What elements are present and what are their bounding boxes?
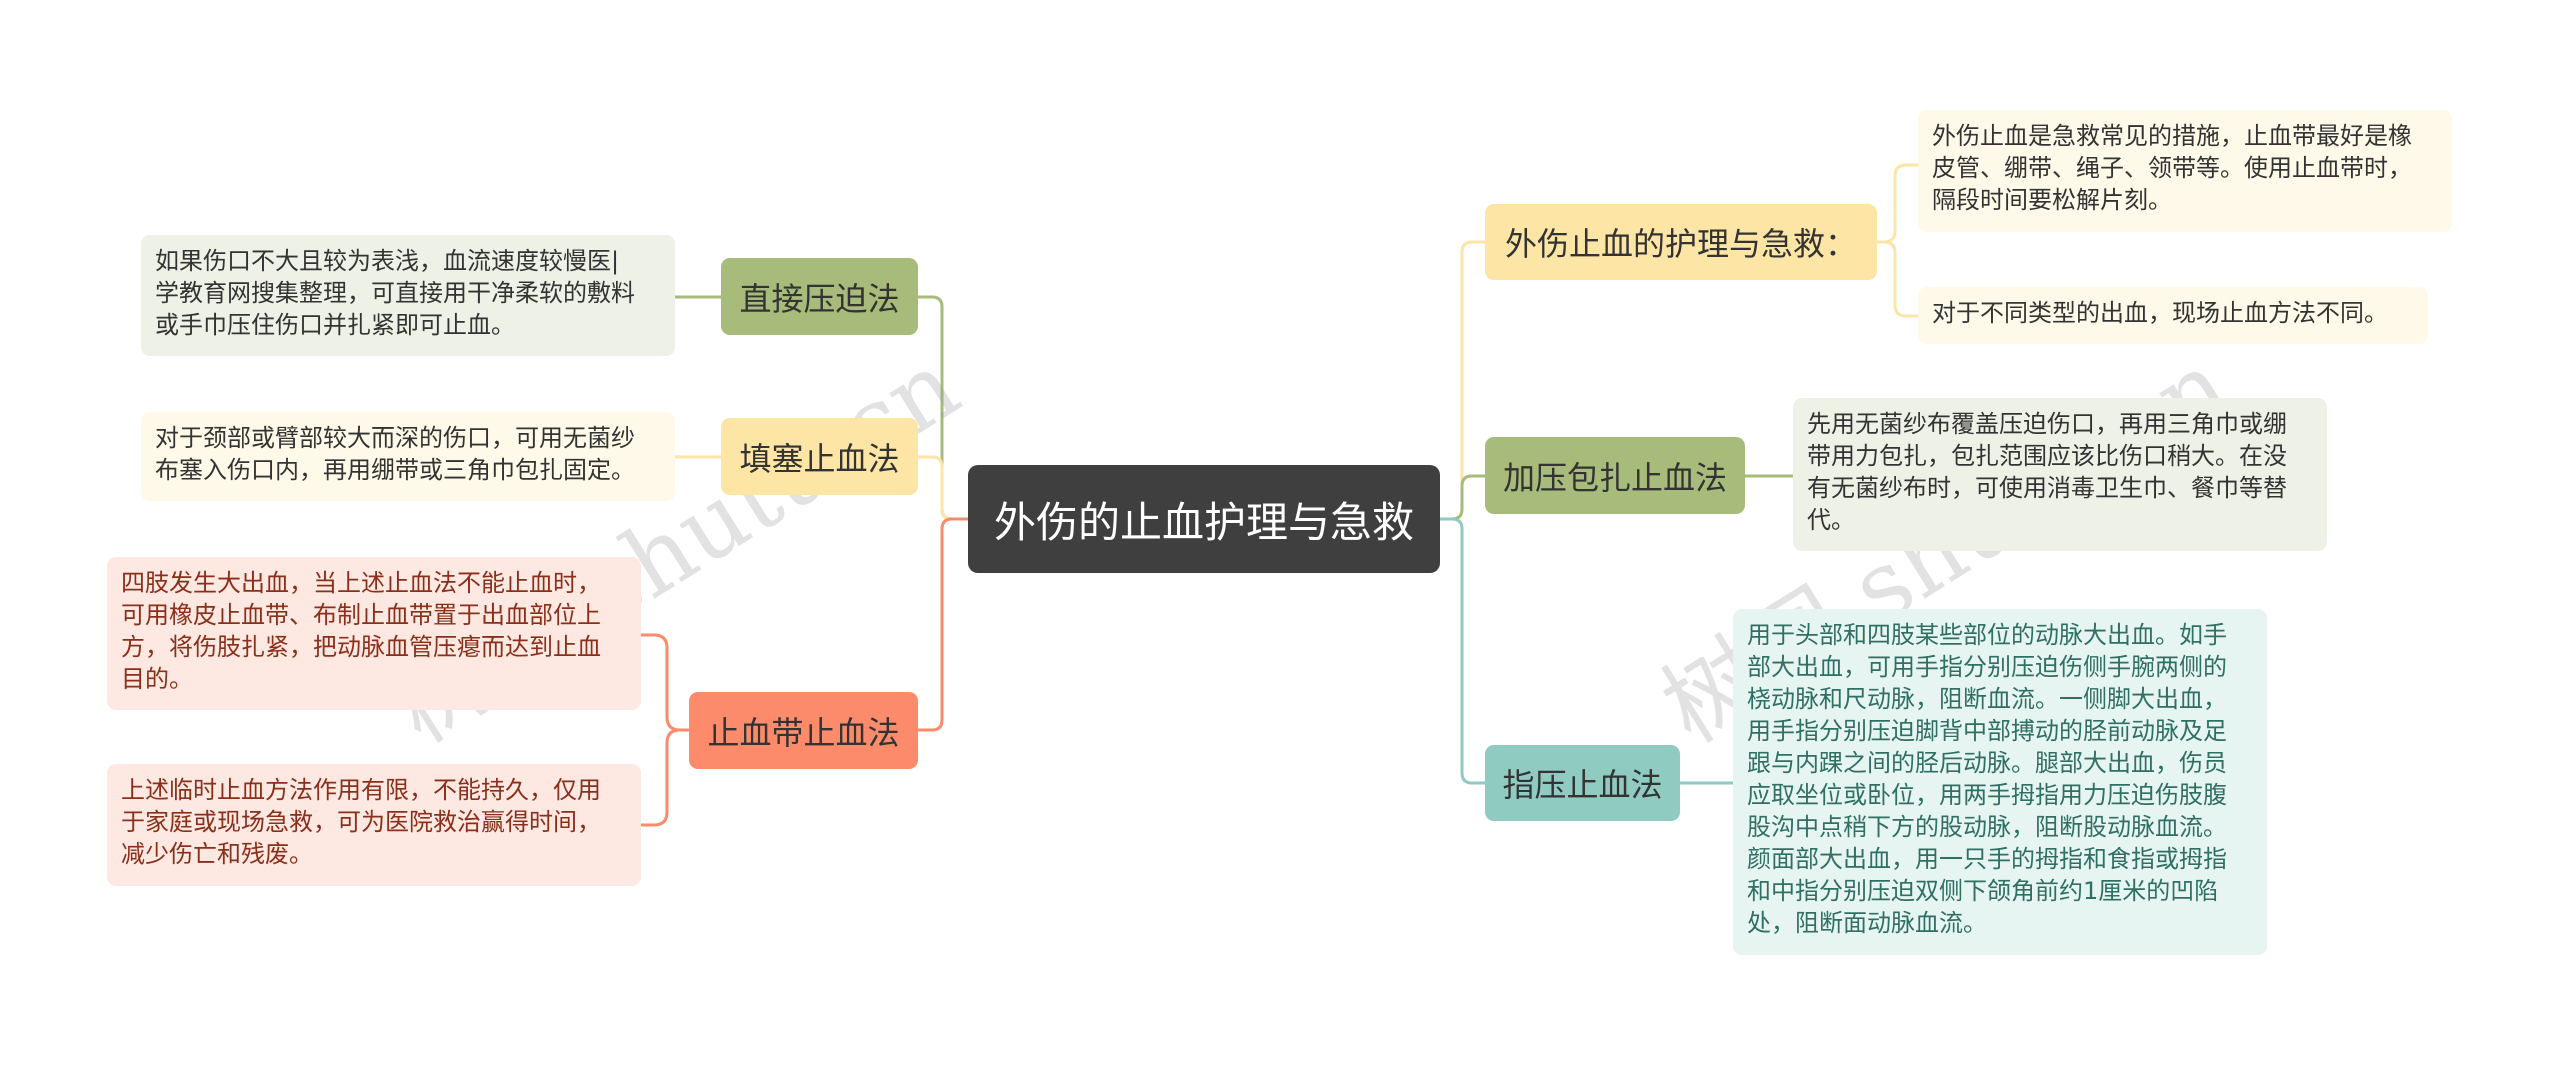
leaf-tourniquet-usage: 四肢发生大出血，当上述止血法不能止血时， 可用橡皮止血带、布制止血带置于出血部位… <box>107 557 641 710</box>
leaf-line: 隔段时间要松解片刻。 <box>1932 186 2172 214</box>
link-tourniquet-leaf1 <box>641 633 689 732</box>
leaf-line: 应取坐位或卧位，用两手拇指用力压迫伤肢腹 <box>1747 781 2227 809</box>
leaf-packing: 对于颈部或臂部较大而深的伤口，可用无菌纱 布塞入伤口内，再用绷带或三角巾包扎固定… <box>141 412 675 501</box>
leaf-tourniquet-note: 上述临时止血方法作用有限，不能持久，仅用 于家庭或现场急救，可为医院救治赢得时间… <box>107 764 641 886</box>
link-tourniquet-leaf2 <box>641 728 689 827</box>
leaf-pressure-bandage: 先用无菌纱布覆盖压迫伤口，再用三角巾或绷 带用力包扎，包扎范围应该比伤口稍大。在… <box>1793 398 2327 551</box>
branch-tourniquet[interactable]: 止血带止血法 <box>689 692 918 769</box>
leaf-intro-2: 对于不同类型的出血，现场止血方法不同。 <box>1918 287 2428 344</box>
leaf-line: 跟与内踝之间的胫后动脉。腿部大出血，伤员 <box>1747 749 2227 777</box>
leaf-line: 方，将伤肢扎紧，把动脉血管压瘪而达到止血 <box>121 633 601 661</box>
leaf-line: 桡动脉和尺动脉，阻断血流。一侧脚大出血， <box>1747 685 2227 713</box>
leaf-line: 布塞入伤口内，再用绷带或三角巾包扎固定。 <box>155 456 635 484</box>
link-center-pack <box>918 455 968 521</box>
leaf-line: 处，阻断面动脉血流。 <box>1747 909 1987 937</box>
link-center-bandage <box>1440 474 1485 521</box>
central-topic[interactable]: 外伤的止血护理与急救 <box>968 465 1440 573</box>
leaf-line: 部大出血，可用手指分别压迫伤侧手腕两侧的 <box>1747 653 2227 681</box>
leaf-finger-pressure: 用于头部和四肢某些部位的动脉大出血。如手 部大出血，可用手指分别压迫伤侧手腕两侧… <box>1733 609 2267 955</box>
branch-direct-pressure[interactable]: 直接压迫法 <box>721 258 918 335</box>
leaf-line: 带用力包扎，包扎范围应该比伤口稍大。在没 <box>1807 442 2287 470</box>
leaf-line: 或手巾压住伤口并扎紧即可止血。 <box>155 311 515 339</box>
branch-finger-pressure[interactable]: 指压止血法 <box>1485 745 1680 821</box>
leaf-line: 颜面部大出血，用一只手的拇指和食指或拇指 <box>1747 845 2227 873</box>
leaf-line: 如果伤口不大且较为表浅，血流速度较慢医| <box>155 247 620 275</box>
branch-intro[interactable]: 外伤止血的护理与急救： <box>1485 204 1877 280</box>
leaf-intro-1: 外伤止血是急救常见的措施，止血带最好是橡 皮管、绷带、绳子、领带等。使用止血带时… <box>1918 110 2452 232</box>
link-intro-leaf2 <box>1877 240 1918 318</box>
leaf-line: 上述临时止血方法作用有限，不能持久，仅用 <box>121 776 601 804</box>
link-intro-leaf1 <box>1877 163 1918 244</box>
leaf-line: 用于头部和四肢某些部位的动脉大出血。如手 <box>1747 621 2227 649</box>
link-center-tourniquet <box>918 517 968 732</box>
leaf-line: 代。 <box>1807 506 1855 534</box>
leaf-line: 对于颈部或臂部较大而深的伤口，可用无菌纱 <box>155 424 635 452</box>
leaf-line: 于家庭或现场急救，可为医院救治赢得时间， <box>121 808 601 836</box>
leaf-line: 先用无菌纱布覆盖压迫伤口，再用三角巾或绷 <box>1807 410 2287 438</box>
leaf-line: 股沟中点稍下方的股动脉，阻断股动脉血流。 <box>1747 813 2227 841</box>
leaf-line: 外伤止血是急救常见的措施，止血带最好是橡 <box>1932 122 2412 150</box>
leaf-line: 和中指分别压迫双侧下颌角前约1厘米的凹陷 <box>1747 877 2219 905</box>
leaf-line: 四肢发生大出血，当上述止血法不能止血时， <box>121 569 601 597</box>
leaf-line: 学教育网搜集整理，可直接用干净柔软的敷料 <box>155 279 635 307</box>
leaf-line: 有无菌纱布时，可使用消毒卫生巾、餐巾等替 <box>1807 474 2287 502</box>
leaf-line: 目的。 <box>121 665 193 693</box>
leaf-line: 用手指分别压迫脚背中部搏动的胫前动脉及足 <box>1747 717 2227 745</box>
leaf-line: 皮管、绷带、绳子、领带等。使用止血带时， <box>1932 154 2412 182</box>
leaf-line: 对于不同类型的出血，现场止血方法不同。 <box>1932 299 2388 327</box>
leaf-line: 减少伤亡和残废。 <box>121 840 313 868</box>
branch-pressure-bandage[interactable]: 加压包扎止血法 <box>1485 437 1745 514</box>
leaf-direct-pressure: 如果伤口不大且较为表浅，血流速度较慢医| 学教育网搜集整理，可直接用干净柔软的敷… <box>141 235 675 356</box>
link-center-finger <box>1440 517 1485 785</box>
leaf-line: 可用橡皮止血带、布制止血带置于出血部位上 <box>121 601 601 629</box>
branch-packing[interactable]: 填塞止血法 <box>721 418 918 495</box>
